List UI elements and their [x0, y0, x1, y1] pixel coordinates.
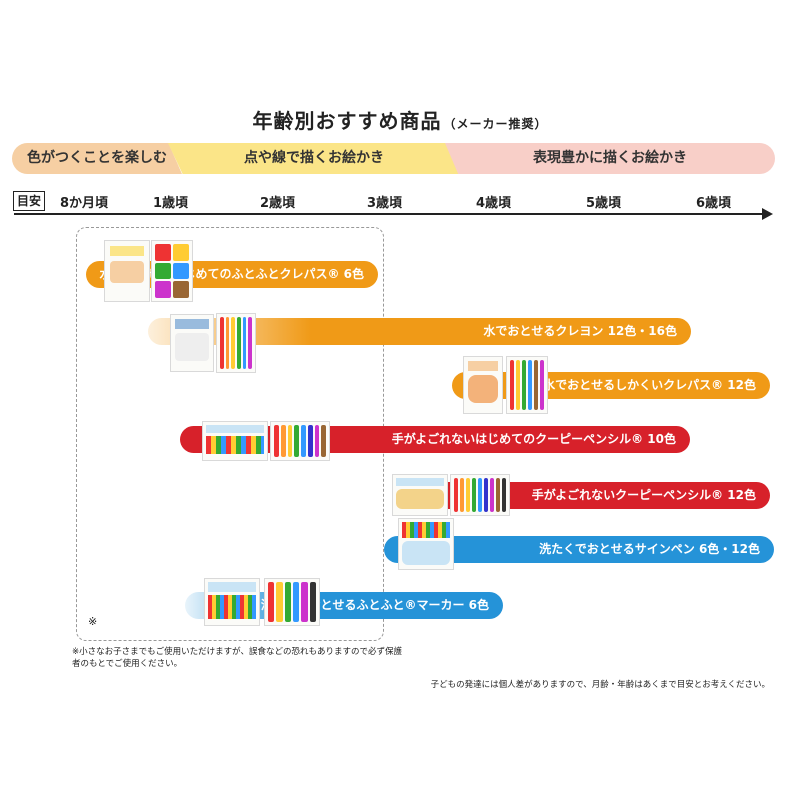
product-contents-image [216, 313, 256, 373]
product-bar-shikakui-crepas: 水でおとせるしかくいクレパス® 12色 [452, 372, 770, 399]
age-axis-line [14, 213, 764, 215]
product-package-image [104, 240, 150, 302]
title-text: 年齢別おすすめ商品 [252, 109, 442, 133]
product-label: 水でおとせるクレヨン 12色・16色 [483, 324, 677, 338]
title-subtext: （メーカー推奨） [443, 117, 548, 131]
product-contents-image [270, 421, 330, 461]
age-label-3y: 3歳頃 [367, 196, 403, 211]
age-label-2y: 2歳頃 [260, 196, 296, 211]
age-label-5y: 5歳頃 [586, 196, 622, 211]
product-contents-image [264, 578, 320, 626]
product-package-image [398, 518, 454, 570]
phase-label-2: 点や線で描くお絵かき [244, 150, 384, 166]
phase-band-2: 点や線で描くお絵かき [168, 143, 460, 174]
product-package-image [170, 314, 214, 372]
product-label: 洗たくでおとせるサインペン 6色・12色 [539, 542, 760, 556]
phase-label-3: 表現豊かに描くお絵かき [533, 150, 687, 166]
product-package-image [392, 474, 448, 516]
age-label-8m: 8か月頃 [60, 196, 109, 211]
phase-label-1: 色がつくことを楽しむ [27, 150, 167, 166]
product-contents-image [450, 474, 510, 516]
age-axis-arrow-icon [762, 208, 773, 220]
age-label-4y: 4歳頃 [476, 196, 512, 211]
product-label: 手がよごれないクーピーペンシル® 12色 [531, 488, 756, 502]
footnote-development: 子どもの発達には個人差がありますので、月齢・年齢はあくまで目安とお考えください。 [430, 680, 770, 690]
product-bar-coupy: 手がよごれないクーピーペンシル® 12色 [392, 482, 770, 509]
page-title: 年齢別おすすめ商品（メーカー推奨） [0, 105, 800, 134]
product-contents-image [506, 356, 548, 414]
product-label: 手がよごれないはじめてのクーピーペンシル® 10色 [391, 432, 676, 446]
age-label-6y: 6歳頃 [696, 196, 732, 211]
age-label-1y: 1歳頃 [153, 196, 189, 211]
product-contents-image [151, 240, 193, 302]
product-package-image [204, 578, 260, 626]
phase-band-1: 色がつくことを楽しむ [12, 143, 182, 174]
product-package-image [463, 356, 503, 414]
axis-label: 目安 [13, 191, 46, 211]
product-label: 水でおとせるしかくいクレパス® 12色 [543, 378, 756, 392]
phase-band-3: 表現豊かに描くお絵かき [445, 143, 775, 174]
footnote-infant-caution: ※小さなお子さまでもご使用いただけますが、誤食などの恐れもありますので必ず保護者… [72, 647, 402, 669]
product-package-image [202, 421, 268, 461]
infant-note-mark: ※ [88, 615, 98, 628]
